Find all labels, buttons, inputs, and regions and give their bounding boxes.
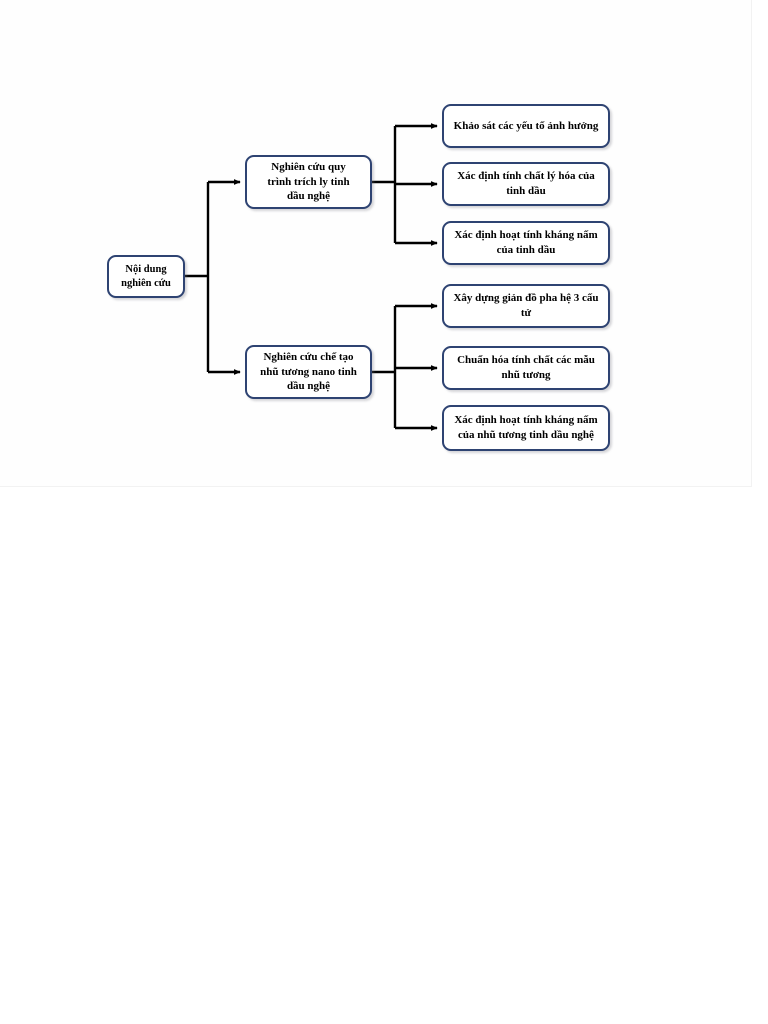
node-branch-1[interactable]: Nghiên cứu quy trình trích ly tinh dầu n… (245, 155, 372, 209)
node-leaf-1-2[interactable]: Xác định tính chất lý hóa của tinh dầu (442, 162, 610, 206)
node-leaf-2-1-label: Xây dựng giản đồ pha hệ 3 cấu tử (453, 292, 599, 319)
node-leaf-2-2-label: Chuẩn hóa tính chất các mẫu nhũ tương (457, 354, 595, 381)
node-leaf-1-2-label: Xác định tính chất lý hóa của tinh dầu (457, 170, 595, 197)
node-leaf-2-3[interactable]: Xác định hoạt tính kháng nấm của nhũ tươ… (442, 405, 610, 451)
node-leaf-1-1[interactable]: Khảo sát các yếu tố ảnh hưởng (442, 104, 610, 148)
node-leaf-1-1-label: Khảo sát các yếu tố ảnh hưởng (453, 119, 599, 132)
node-branch-2-label: Nghiên cứu chế tạo nhũ tương nano tinh d… (260, 351, 357, 393)
node-branch-1-label: Nghiên cứu quy trình trích ly tinh dầu n… (267, 161, 350, 203)
node-leaf-1-3[interactable]: Xác định hoạt tính kháng nấm của tinh dầ… (442, 221, 610, 265)
page-sheet (0, 0, 752, 487)
node-root-label: Nội dung nghiên cứu (121, 263, 171, 289)
connector-layer (185, 123, 438, 431)
node-leaf-1-3-label: Xác định hoạt tính kháng nấm của tinh dầ… (454, 229, 598, 256)
node-leaf-2-2[interactable]: Chuẩn hóa tính chất các mẫu nhũ tương (442, 346, 610, 390)
node-root[interactable]: Nội dung nghiên cứu (107, 255, 185, 298)
node-leaf-2-3-label: Xác định hoạt tính kháng nấm của nhũ tươ… (454, 414, 598, 441)
node-branch-2[interactable]: Nghiên cứu chế tạo nhũ tương nano tinh d… (245, 345, 372, 399)
node-leaf-2-1[interactable]: Xây dựng giản đồ pha hệ 3 cấu tử (442, 284, 610, 328)
